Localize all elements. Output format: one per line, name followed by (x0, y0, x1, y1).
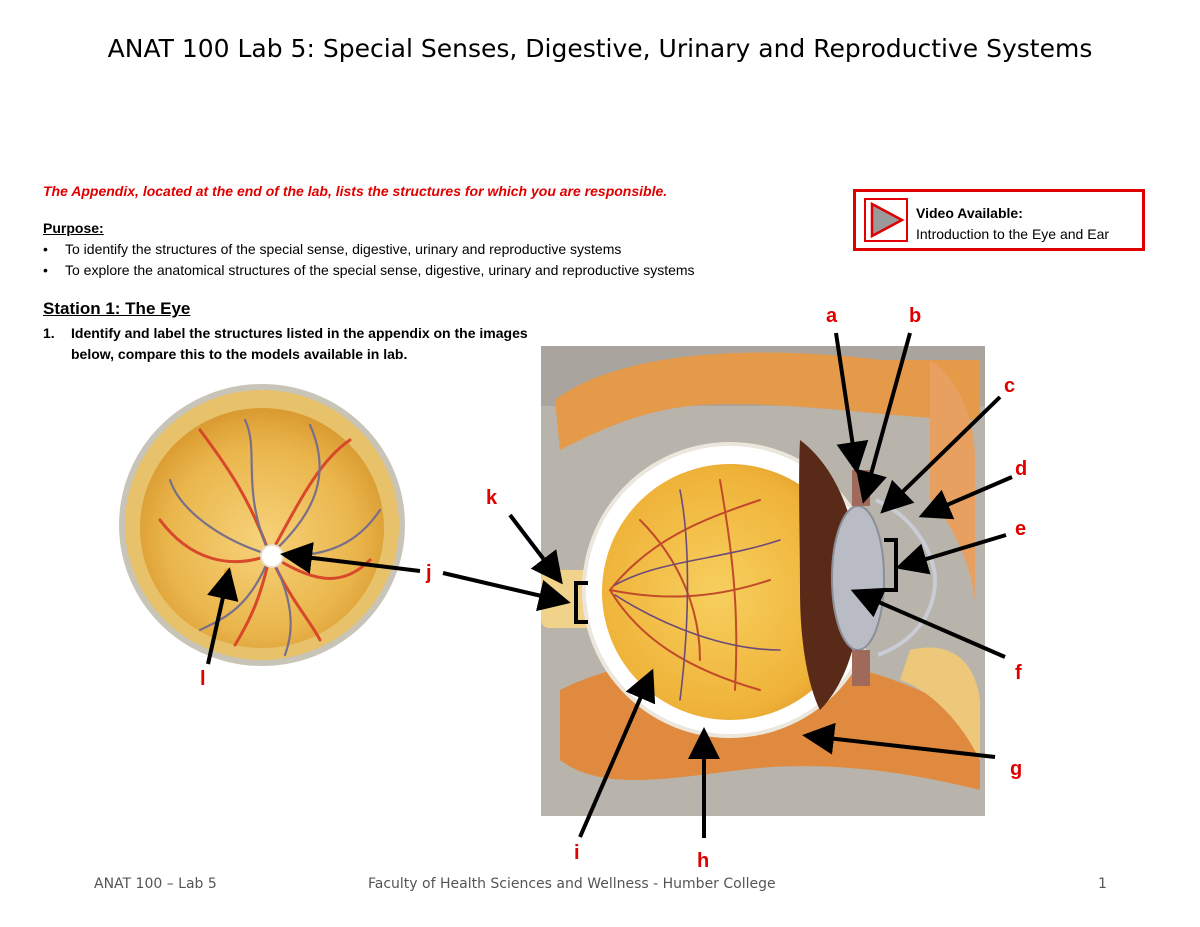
purpose-item: To identify the structures of the specia… (43, 239, 695, 260)
label-c: c (1004, 375, 1016, 397)
label-g: g (1010, 758, 1023, 780)
footer-center: Faculty of Health Sciences and Wellness … (368, 876, 776, 892)
purpose-list: To identify the structures of the specia… (43, 239, 695, 281)
footer-left: ANAT 100 – Lab 5 (94, 876, 217, 892)
video-box[interactable]: Video Available: Introduction to the Eye… (853, 189, 1145, 251)
appendix-note: The Appendix, located at the end of the … (43, 183, 668, 199)
video-text: Video Available: Introduction to the Eye… (916, 203, 1109, 245)
purpose-section: Purpose: To identify the structures of t… (43, 218, 695, 281)
label-d: d (1015, 458, 1028, 480)
eye-model-image (541, 346, 985, 816)
video-link[interactable]: Introduction to the Eye and Ear (916, 226, 1110, 242)
fundus-image (119, 384, 405, 666)
play-icon[interactable] (864, 198, 908, 242)
footer-page-number: 1 (1098, 876, 1107, 892)
label-a: a (826, 305, 838, 327)
label-h: h (697, 850, 710, 872)
label-f: f (1015, 662, 1022, 684)
label-k: k (486, 487, 498, 509)
instruction-number: 1. (43, 325, 55, 341)
label-b: b (909, 305, 922, 327)
label-l: l (200, 668, 206, 690)
label-arrows (206, 332, 1013, 838)
purpose-heading: Purpose: (43, 220, 104, 236)
page-title: ANAT 100 Lab 5: Special Senses, Digestiv… (107, 34, 1093, 63)
label-e: e (1015, 518, 1027, 540)
purpose-item: To explore the anatomical structures of … (43, 260, 695, 281)
label-j: j (426, 562, 432, 584)
station-title: Station 1: The Eye (43, 299, 191, 318)
instruction-text: Identify and label the structures listed… (71, 325, 528, 362)
label-i: i (574, 842, 580, 864)
station-instruction: 1. Identify and label the structures lis… (43, 323, 543, 365)
video-heading: Video Available: (916, 205, 1023, 221)
